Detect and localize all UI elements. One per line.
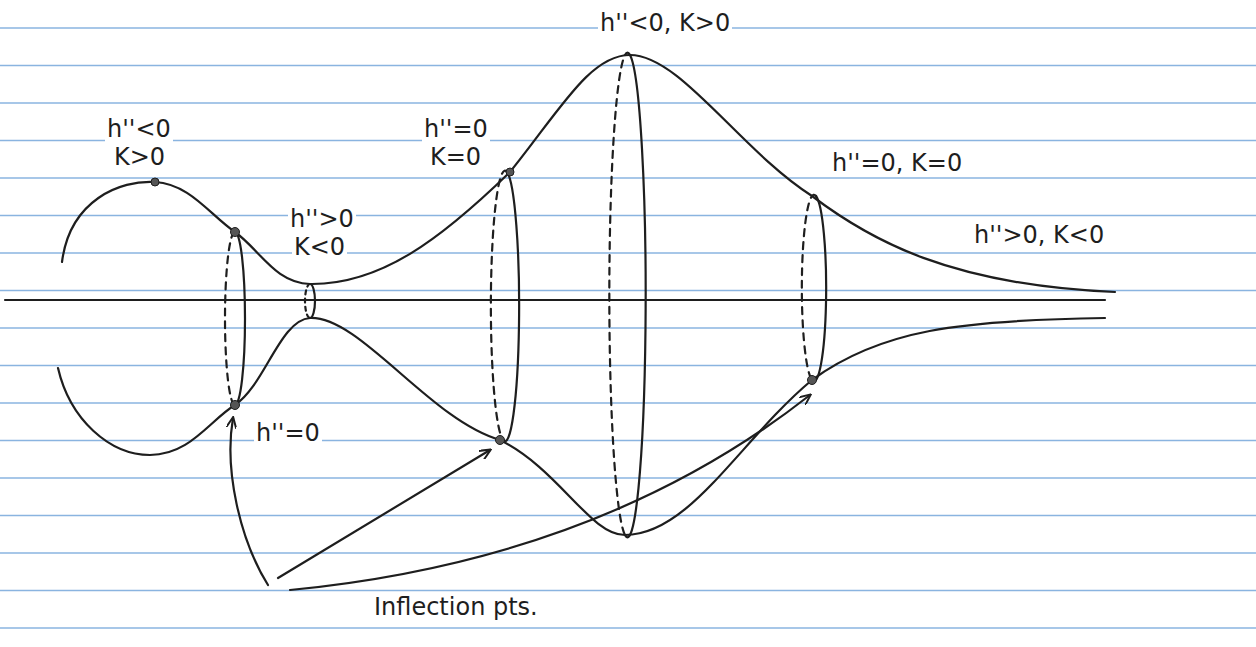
curvature-label: h''>0 (288, 206, 356, 232)
lower-profile-curve (58, 318, 1105, 535)
curvature-label: K=0 (428, 144, 483, 170)
ruled-line (0, 177, 1256, 179)
point-dot (808, 376, 817, 385)
section-back (491, 171, 507, 440)
section-back (609, 53, 630, 535)
section-back (225, 232, 235, 405)
ruled-line (0, 102, 1256, 104)
section-front (310, 284, 315, 318)
curvature-label: h''=0 (422, 116, 490, 142)
ruled-line (0, 402, 1256, 404)
upper-profile-curve (62, 55, 1115, 292)
leader-arrow (278, 450, 490, 578)
curvature-label: h''>0, K<0 (972, 222, 1106, 248)
ruled-lines (0, 28, 1256, 628)
curvature-label: K<0 (292, 234, 347, 260)
ruled-line (0, 140, 1256, 142)
ruled-line (0, 515, 1256, 517)
curvature-label: h''<0 (105, 116, 173, 142)
curvature-label: h''=0 (254, 420, 322, 446)
point-dot (506, 168, 514, 176)
ruled-line (0, 590, 1256, 592)
annotation-note: Inflection pts. (372, 594, 540, 620)
ruled-line (0, 440, 1256, 442)
curvature-label: h''=0, K=0 (830, 150, 964, 176)
ruled-line (0, 365, 1256, 367)
point-dot (231, 401, 240, 410)
ruled-line (0, 327, 1256, 329)
ruled-line (0, 65, 1256, 67)
section-front (812, 196, 826, 381)
curvature-label: K>0 (112, 144, 167, 170)
leader-arrow (290, 395, 810, 590)
ruled-line (0, 215, 1256, 217)
point-dot (151, 178, 159, 186)
ruled-line (0, 627, 1256, 629)
section-front (503, 172, 519, 441)
rotation-axis (5, 299, 1105, 301)
ruled-line (0, 252, 1256, 254)
section-front (235, 232, 245, 405)
ruled-line (0, 552, 1256, 554)
ruled-line (0, 290, 1256, 292)
section-back (305, 284, 310, 318)
point-dot (496, 436, 505, 445)
section-back (802, 195, 816, 380)
point-dot (231, 228, 240, 237)
curvature-label: h''<0, K>0 (598, 10, 732, 36)
ruled-line (0, 477, 1256, 479)
section-front (625, 55, 646, 537)
